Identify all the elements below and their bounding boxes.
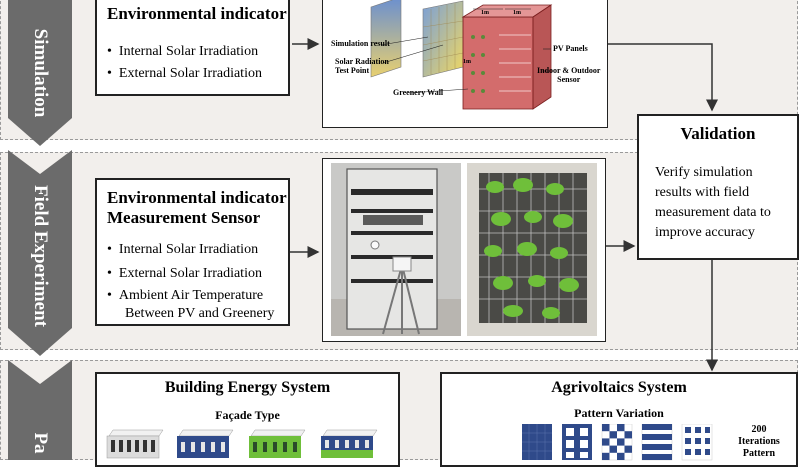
sim-bullet-1: • Internal Solar Irradiation [107, 44, 259, 59]
label-sensor: Indoor & Outdoor Sensor [537, 66, 601, 84]
field-indicator-title-1: Environmental indicator [107, 188, 287, 207]
field-indicator-title-2: Measurement Sensor [107, 208, 261, 227]
simulation-figure: Simulation result Solar Radiation Test P… [322, 0, 608, 128]
label-simulation-result: Simulation result [331, 39, 390, 48]
field-photos [322, 158, 606, 342]
field-indicator-box: Environmental indicator Measurement Sens… [95, 178, 290, 326]
pattern-variation-subtitle: Pattern Variation [574, 406, 664, 420]
agrivoltaics-title: Agrivoltaics System [551, 379, 687, 396]
field-bullet-3: • Ambient Air Temperature [107, 288, 264, 303]
field-bullet-4: Between PV and Greenery [125, 306, 275, 321]
iterations-note: 200 Iterations Pattern [738, 424, 780, 459]
simulation-model-drawing [370, 0, 553, 110]
label-test-point: Solar Radiation Test Point [335, 57, 389, 75]
building-energy-box: Building Energy System Façade Type [95, 372, 400, 467]
validation-text: Verify simulation results with field mea… [655, 165, 771, 240]
pattern-icons [522, 424, 713, 461]
agrivoltaics-box: Agrivoltaics System Pattern Variation 20… [440, 372, 798, 467]
cabinet-photo [331, 163, 461, 336]
simulation-indicator-box: Environmental indicator • Internal Solar… [95, 0, 290, 96]
facade-green [249, 429, 306, 458]
dimension-label-c: 1m [463, 59, 471, 65]
field-bullet-2: • External Solar Irradiation [107, 266, 262, 281]
flow-arrows [290, 38, 718, 372]
validation-box: Validation Verify simulation results wit… [637, 114, 799, 260]
pattern-solid [522, 424, 552, 460]
validation-title: Validation [680, 124, 756, 143]
facade-pv-green [321, 429, 378, 458]
building-energy-title: Building Energy System [164, 379, 331, 396]
field-chevron [8, 150, 72, 356]
facade-type-icons [106, 429, 378, 459]
dimension-label-b: 1m [513, 10, 521, 16]
simulation-chevron [8, 0, 72, 146]
label-pv-panels: PV Panels [553, 44, 588, 53]
pattern-dots [681, 424, 713, 461]
pattern-stripes [641, 424, 673, 461]
dimension-label-a: 1m [481, 10, 489, 16]
simulation-indicator-title: Environmental indicator [107, 4, 287, 23]
facade-type-subtitle: Façade Type [215, 408, 280, 422]
third-chevron [8, 360, 72, 460]
field-bullet-1: • Internal Solar Irradiation [107, 242, 259, 257]
facade-pv [177, 429, 234, 458]
facade-white [106, 429, 164, 459]
sim-bullet-2: • External Solar Irradiation [107, 66, 262, 81]
greenery-photo [467, 163, 597, 336]
label-greenery-wall: Greenery Wall [393, 88, 444, 97]
